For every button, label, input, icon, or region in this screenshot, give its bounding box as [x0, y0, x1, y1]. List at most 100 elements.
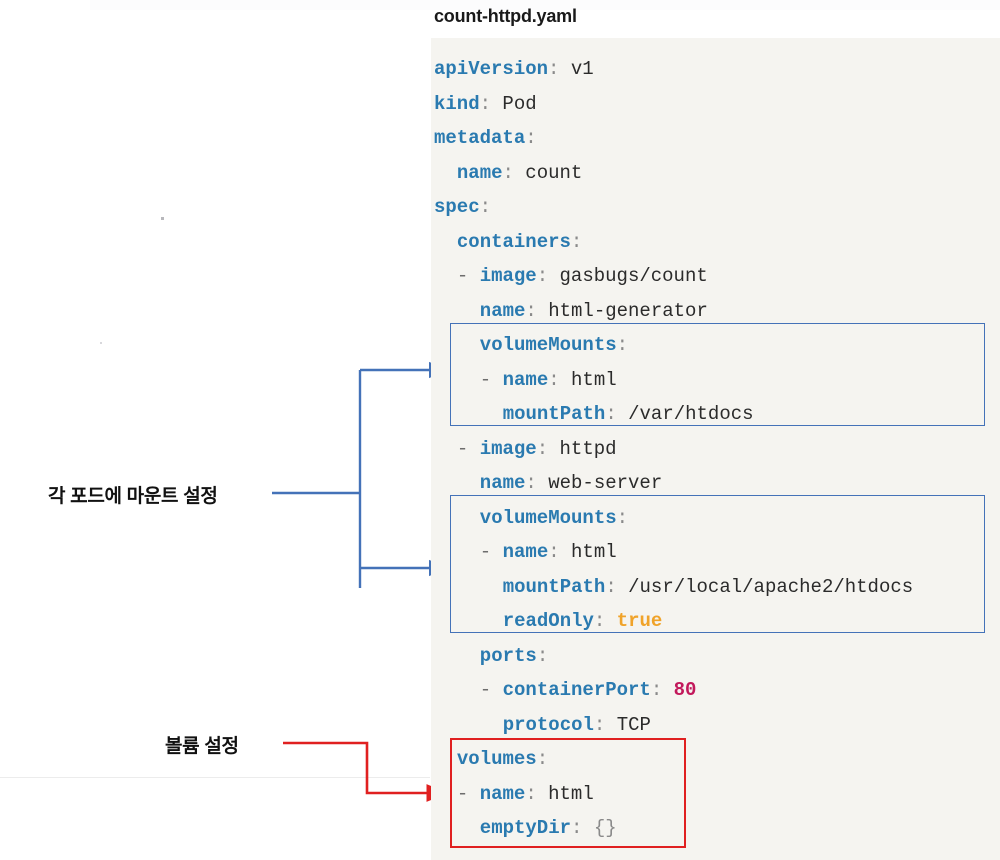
list-dash: -: [479, 368, 503, 391]
list-dash: -: [456, 265, 480, 287]
yaml-colon: :: [616, 506, 629, 529]
code-line: name: html-generator: [480, 294, 708, 328]
yaml-value: gasbugs/count: [548, 265, 708, 287]
yaml-value: html-generator: [536, 299, 708, 322]
yaml-colon: :: [605, 403, 617, 425]
yaml-key: mountPath: [502, 403, 606, 425]
yaml-key: kind: [434, 92, 480, 115]
code-line: spec:: [434, 190, 491, 224]
code-line: - image: gasbugs/count: [457, 259, 708, 293]
background-divider-line: [0, 777, 430, 778]
yaml-key: readOnly: [502, 610, 594, 632]
code-line: metadata:: [434, 121, 537, 155]
code-line: ports:: [480, 639, 548, 673]
artifact-speck: [161, 217, 164, 220]
code-line: - containerPort: 80: [480, 673, 697, 707]
yaml-key: name: [502, 368, 549, 391]
yaml-colon: :: [548, 541, 560, 563]
artifact-speck: [100, 342, 102, 344]
yaml-value: Pod: [491, 92, 537, 115]
code-line: mountPath: /var/htdocs: [503, 397, 754, 431]
yaml-key: apiVersion: [434, 58, 549, 80]
yaml-value: httpd: [548, 437, 617, 460]
yaml-colon: :: [536, 644, 549, 667]
list-dash: -: [456, 782, 480, 805]
yaml-key: volumeMounts: [479, 334, 617, 356]
code-line: apiVersion: v1: [434, 52, 594, 86]
yaml-key: name: [502, 541, 549, 563]
code-line: volumes:: [457, 742, 548, 776]
code-line: readOnly: true: [503, 604, 663, 638]
code-line: volumeMounts:: [480, 501, 628, 535]
yaml-colon: :: [536, 265, 549, 287]
yaml-key: mountPath: [502, 575, 606, 598]
yaml-colon: :: [548, 58, 560, 80]
yaml-colon: :: [616, 334, 629, 356]
code-line: emptyDir: {}: [480, 811, 617, 845]
yaml-value: /var/htdocs: [616, 403, 754, 425]
yaml-key: volumes: [456, 748, 537, 770]
yaml-key: image: [479, 265, 537, 287]
code-line: kind: Pod: [434, 87, 537, 121]
volumes-box: [450, 738, 686, 848]
yaml-colon: :: [650, 679, 663, 701]
yaml-colon: :: [525, 299, 537, 322]
yaml-value: {}: [582, 817, 617, 839]
yaml-colon: :: [525, 782, 537, 805]
yaml-colon: :: [570, 230, 583, 253]
yaml-colon: :: [536, 748, 549, 770]
yaml-value: /usr/local/apache2/htdocs: [616, 575, 914, 598]
yaml-key: ports: [479, 644, 537, 667]
yaml-colon: :: [525, 127, 537, 149]
yaml-colon: :: [593, 610, 606, 632]
code-line: - name: html: [480, 363, 617, 397]
yaml-colon: :: [479, 92, 492, 115]
mount-annotation-label: 각 포드에 마운트 설정: [48, 486, 218, 507]
yaml-key: name: [479, 299, 526, 322]
yaml-colon: :: [525, 472, 537, 494]
yaml-colon: :: [605, 575, 617, 598]
yaml-value: TCP: [605, 713, 651, 736]
yaml-key: name: [479, 472, 526, 494]
yaml-value: html: [536, 782, 594, 805]
volume-annotation-label: 볼륨 설정: [165, 736, 239, 757]
yaml-value: 80: [662, 679, 697, 701]
yaml-value: html: [559, 368, 617, 391]
yaml-value: count: [513, 161, 583, 184]
yaml-key: metadata: [434, 127, 526, 149]
yaml-key: containers: [456, 230, 571, 253]
volume-mounts-box-1: [450, 323, 985, 426]
yaml-key: protocol: [502, 713, 594, 736]
yaml-value: v1: [559, 58, 594, 80]
yaml-key: emptyDir: [479, 817, 572, 839]
yaml-value: web-server: [536, 472, 663, 494]
code-line: - image: httpd: [457, 432, 617, 466]
code-line: - name: html: [457, 777, 594, 811]
yaml-colon: :: [479, 196, 492, 218]
yaml-value: true: [605, 610, 663, 632]
yaml-colon: :: [571, 817, 583, 839]
code-line: mountPath: /usr/local/apache2/htdocs: [503, 570, 913, 604]
code-line: volumeMounts:: [480, 328, 628, 362]
yaml-colon: :: [502, 161, 514, 184]
yaml-colon: :: [536, 437, 549, 460]
code-line: name: count: [457, 156, 582, 190]
yaml-key: name: [479, 782, 526, 805]
list-dash: -: [456, 437, 480, 460]
volume-mounts-box-2: [450, 495, 985, 633]
yaml-colon: :: [593, 713, 606, 736]
code-line: containers:: [457, 225, 582, 259]
yaml-colon: :: [548, 368, 560, 391]
code-line: - name: html: [480, 535, 617, 569]
yaml-key: name: [456, 161, 503, 184]
yaml-key: spec: [434, 196, 480, 218]
code-line: protocol: TCP: [503, 708, 651, 742]
list-dash: -: [479, 541, 503, 563]
yaml-key: volumeMounts: [479, 506, 617, 529]
list-dash: -: [479, 679, 503, 701]
yaml-value: html: [559, 541, 617, 563]
code-file-title: count-httpd.yaml: [434, 6, 577, 26]
yaml-key: containerPort: [502, 679, 651, 701]
